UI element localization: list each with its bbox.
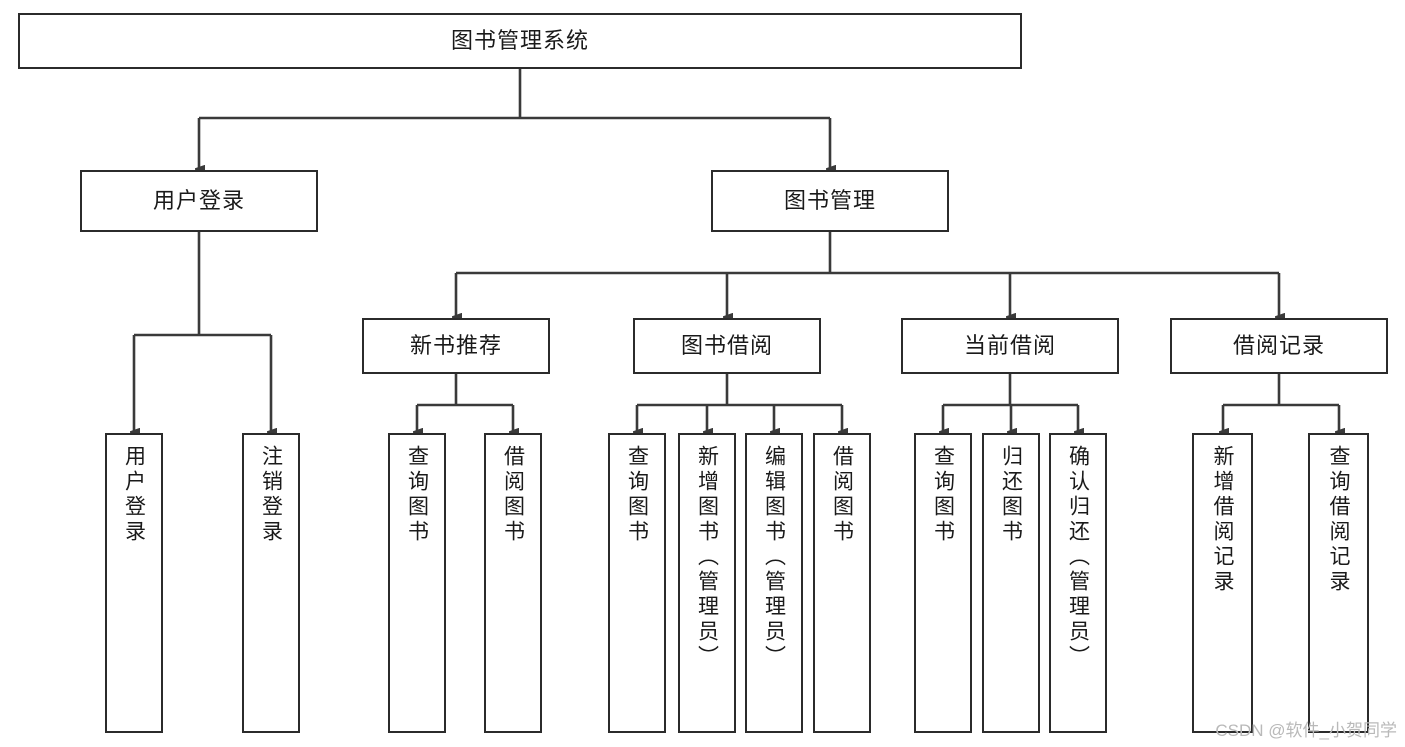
node-label-leaf-query-book-1: 查询图书: [405, 445, 429, 545]
node-label-new-book-rec: 新书推荐: [409, 333, 502, 359]
level3-node-borrow-record[interactable]: 借阅记录: [1170, 318, 1388, 374]
leaf-node-leaf-borrow-book-2[interactable]: 借阅图书: [813, 433, 871, 733]
root-node-root[interactable]: 图书管理系统: [18, 13, 1022, 69]
node-label-leaf-edit-book: 编辑图书（管理员）: [762, 445, 786, 670]
node-label-user-login: 用户登录: [152, 188, 245, 214]
level2-node-book-manage[interactable]: 图书管理: [711, 170, 949, 232]
watermark-label: CSDN @软件_小贺同学: [1215, 721, 1397, 740]
leaf-node-leaf-return-book[interactable]: 归还图书: [982, 433, 1040, 733]
level3-node-book-borrow[interactable]: 图书借阅: [633, 318, 821, 374]
node-label-leaf-return-book: 归还图书: [999, 445, 1023, 545]
leaf-node-leaf-add-book[interactable]: 新增图书（管理员）: [678, 433, 736, 733]
level3-node-new-book-rec[interactable]: 新书推荐: [362, 318, 550, 374]
node-label-leaf-add-record: 新增借阅记录: [1211, 445, 1234, 595]
leaf-node-leaf-edit-book[interactable]: 编辑图书（管理员）: [745, 433, 803, 733]
level2-node-user-login[interactable]: 用户登录: [80, 170, 318, 232]
node-label-leaf-borrow-book-1: 借阅图书: [501, 445, 525, 545]
leaf-node-leaf-query-record[interactable]: 查询借阅记录: [1308, 433, 1369, 733]
node-label-leaf-query-record: 查询借阅记录: [1327, 445, 1350, 595]
node-label-borrow-record: 借阅记录: [1232, 333, 1325, 359]
node-label-leaf-logout: 注销登录: [259, 445, 283, 545]
leaf-node-leaf-user-login[interactable]: 用户登录: [105, 433, 163, 733]
leaf-node-leaf-confirm-return[interactable]: 确认归还（管理员）: [1049, 433, 1107, 733]
node-label-book-manage: 图书管理: [783, 188, 876, 214]
leaf-node-leaf-query-book-2[interactable]: 查询图书: [608, 433, 666, 733]
node-label-leaf-confirm-return: 确认归还（管理员）: [1066, 445, 1090, 670]
node-label-leaf-add-book: 新增图书（管理员）: [695, 445, 719, 670]
level3-node-current-borrow[interactable]: 当前借阅: [901, 318, 1119, 374]
leaf-node-leaf-query-book-3[interactable]: 查询图书: [914, 433, 972, 733]
node-label-current-borrow: 当前借阅: [963, 333, 1056, 359]
node-label-book-borrow: 图书借阅: [680, 333, 773, 359]
node-label-leaf-query-book-3: 查询图书: [931, 445, 955, 545]
node-label-leaf-user-login: 用户登录: [122, 445, 146, 545]
node-label-leaf-borrow-book-2: 借阅图书: [830, 445, 854, 545]
leaf-node-leaf-borrow-book-1[interactable]: 借阅图书: [484, 433, 542, 733]
leaf-node-leaf-logout[interactable]: 注销登录: [242, 433, 300, 733]
node-label-root: 图书管理系统: [450, 28, 589, 54]
node-label-leaf-query-book-2: 查询图书: [625, 445, 649, 545]
leaf-node-leaf-add-record[interactable]: 新增借阅记录: [1192, 433, 1253, 733]
leaf-node-leaf-query-book-1[interactable]: 查询图书: [388, 433, 446, 733]
